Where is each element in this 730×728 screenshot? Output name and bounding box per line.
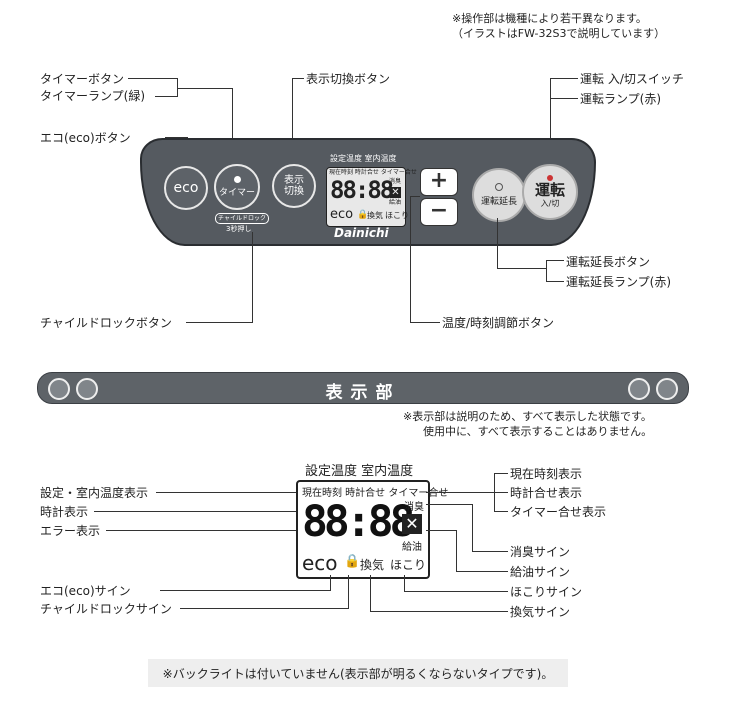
label-current-time: 現在時刻表示 xyxy=(510,467,583,481)
header-note-line1: ※操作部は機種により若干異なります。 xyxy=(452,12,647,25)
panel-lock-icon: 🔒 xyxy=(357,210,369,220)
label-vent-sign: 換気サイン xyxy=(510,605,571,619)
label-timer-button: タイマーボタン xyxy=(40,72,125,86)
header-note-line2: （イラストはFW-32S3で説明しています） xyxy=(452,27,666,40)
display-eco: eco xyxy=(302,551,338,575)
panel-error-icon: ✕ xyxy=(390,187,401,198)
power-button[interactable]: 運転 入/切 xyxy=(522,164,578,220)
label-dust-sign: ほこりサイン xyxy=(510,585,583,599)
label-deodor-sign: 消臭サイン xyxy=(510,545,571,559)
display-switch-button[interactable]: 表示 切換 xyxy=(272,164,316,208)
label-child-lock: チャイルドロックボタン xyxy=(40,316,172,330)
power-button-label: 運転 xyxy=(534,181,565,199)
plus-label: + xyxy=(429,168,449,193)
panel-lcd-top: 現在時刻 時計合せ タイマー合せ xyxy=(329,169,417,176)
panel-lcd-deodor: 消臭 xyxy=(389,178,402,185)
display-lcd: 現在時刻 時計合せ タイマー合せ 88:88 消臭 ✕ 給油 eco 🔒 換気 … xyxy=(296,480,448,579)
panel-lcd-refuel: 給油 xyxy=(389,199,402,206)
label-eco-sign: エコ(eco)サイン xyxy=(40,584,131,598)
display-vent: 換気 xyxy=(360,558,385,572)
label-timer-set: タイマー合せ表示 xyxy=(510,505,607,519)
plus-button[interactable]: + xyxy=(420,168,458,196)
display-refuel: 給油 xyxy=(402,542,422,553)
label-power-switch: 運転 入/切スイッチ xyxy=(580,72,684,86)
panel-lcd-eco: eco xyxy=(330,207,354,222)
extend-button[interactable]: 運転延長 xyxy=(472,168,526,222)
banner-title: 表示部 xyxy=(325,383,401,403)
label-extend-lamp: 運転延長ランプ(赤) xyxy=(566,275,672,289)
display-section-banner: 表示部 xyxy=(37,372,689,404)
brand-logo: Dainichi xyxy=(334,226,389,240)
label-power-lamp: 運転ランプ(赤) xyxy=(580,92,662,106)
extend-lamp xyxy=(495,183,503,191)
label-clock-set: 時計合せ表示 xyxy=(510,486,583,500)
display-note-line2: 使用中に、すべて表示することはありません。 xyxy=(423,425,653,438)
label-display-switch: 表示切換ボタン xyxy=(306,72,391,86)
display-error-icon: ✕ xyxy=(402,514,422,534)
banner-circle-right-1 xyxy=(628,378,650,400)
panel-lcd-digits: 88:88 xyxy=(330,176,394,204)
banner-circle-left-2 xyxy=(76,378,98,400)
minus-button[interactable]: − xyxy=(420,198,458,226)
label-timer-lamp: タイマーランプ(緑) xyxy=(40,89,146,103)
panel-lcd-vent: 換気 xyxy=(367,211,383,220)
display-deodor: 消臭 xyxy=(404,502,424,513)
label-error-display: エラー表示 xyxy=(40,524,101,538)
display-switch-label-1: 表示 xyxy=(284,175,304,186)
label-refuel-sign: 給油サイン xyxy=(510,565,571,579)
label-temp-display: 設定・室内温度表示 xyxy=(40,486,149,500)
eco-button[interactable]: eco xyxy=(164,166,208,210)
timer-button-label: タイマー xyxy=(218,188,255,198)
label-extend-button: 運転延長ボタン xyxy=(566,255,651,269)
label-child-lock-sign: チャイルドロックサイン xyxy=(40,602,172,616)
panel-lcd-header: 設定温度 室内温度 xyxy=(330,154,397,163)
timer-button[interactable]: タイマー xyxy=(214,164,260,210)
bottom-note-text: ※バックライトは付いていません(表示部が明るくならないタイプです)。 xyxy=(162,666,554,681)
minus-label: − xyxy=(429,198,449,223)
extend-button-label: 運転延長 xyxy=(480,197,517,207)
banner-circle-right-2 xyxy=(656,378,678,400)
timer-lamp xyxy=(233,176,241,183)
label-clock-display: 時計表示 xyxy=(40,505,89,519)
child-lock-button[interactable]: チャイルドロック xyxy=(215,213,269,224)
display-note-line1: ※表示部は説明のため、すべて表示した状態です。 xyxy=(403,410,652,423)
panel-lcd-dust: ほこり xyxy=(385,211,409,220)
display-header: 設定温度 室内温度 xyxy=(305,464,414,479)
panel-lcd: 現在時刻 時計合せ タイマー合せ 88:88 消臭 ✕ 給油 eco 🔒 換気 … xyxy=(326,167,417,227)
banner-circle-left-1 xyxy=(48,378,70,400)
power-button-sub: 入/切 xyxy=(540,199,560,208)
three-sec-label: 3秒押し xyxy=(226,225,252,233)
label-adjust-button: 温度/時刻調節ボタン xyxy=(442,316,555,330)
bottom-note: ※バックライトは付いていません(表示部が明るくならないタイプです)。 xyxy=(148,659,568,687)
label-eco-button: エコ(eco)ボタン xyxy=(40,131,131,145)
eco-button-label: eco xyxy=(173,180,199,196)
display-digits: 88:88 xyxy=(302,497,415,547)
display-lock-icon: 🔒 xyxy=(344,554,361,569)
display-dust: ほこり xyxy=(390,558,427,572)
child-lock-label: チャイルドロック xyxy=(218,215,266,222)
display-switch-label-2: 切換 xyxy=(284,186,304,197)
display-top: 現在時刻 時計合せ タイマー合せ xyxy=(302,488,449,499)
power-lamp xyxy=(547,175,553,181)
